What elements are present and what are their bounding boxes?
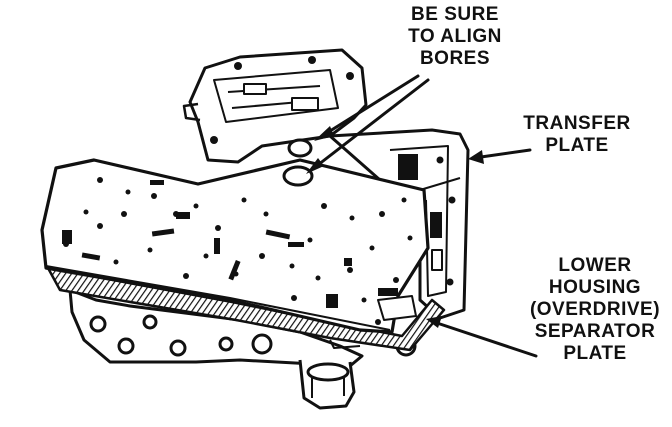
align-arrow-lower-icon xyxy=(306,158,324,174)
leader-lines xyxy=(312,74,538,358)
lower-housing-line-1: LOWER xyxy=(558,255,632,276)
align-bores-line-2: TO ALIGN xyxy=(408,26,502,47)
separator-arrow-icon xyxy=(426,316,442,328)
arrow-heads xyxy=(306,126,484,328)
lower-housing-line-3: (OVERDRIVE) xyxy=(529,299,661,320)
transfer-plate xyxy=(328,128,470,320)
align-leader-upper xyxy=(320,74,420,138)
lower-housing xyxy=(68,288,417,410)
separator-leader xyxy=(432,320,538,358)
lower-housing-separator-label: LOWER HOUSING (OVERDRIVE) SEPARATOR PLAT… xyxy=(520,255,670,365)
transfer-arrow-icon xyxy=(468,150,484,164)
main-plate xyxy=(40,138,430,334)
align-arrow-upper-icon xyxy=(314,126,334,141)
transfer-plate-label: TRANSFER PLATE xyxy=(512,113,642,157)
transfer-leader xyxy=(472,148,532,160)
align-leader-lower xyxy=(312,78,430,170)
align-bores-label: BE SURE TO ALIGN BORES xyxy=(380,4,530,70)
transfer-plate-line-1: TRANSFER xyxy=(523,113,631,134)
align-bores-line-3: BORES xyxy=(419,48,491,69)
lower-housing-line-4: SEPARATOR xyxy=(534,321,656,342)
lower-housing-line-5: PLATE xyxy=(563,343,627,364)
transfer-plate-line-2: PLATE xyxy=(545,135,609,156)
alignment-bore-upper xyxy=(287,138,313,158)
align-bores-line-1: BE SURE xyxy=(411,4,499,25)
lower-housing-line-2: HOUSING xyxy=(548,277,642,298)
alignment-bore-plate xyxy=(282,165,314,187)
